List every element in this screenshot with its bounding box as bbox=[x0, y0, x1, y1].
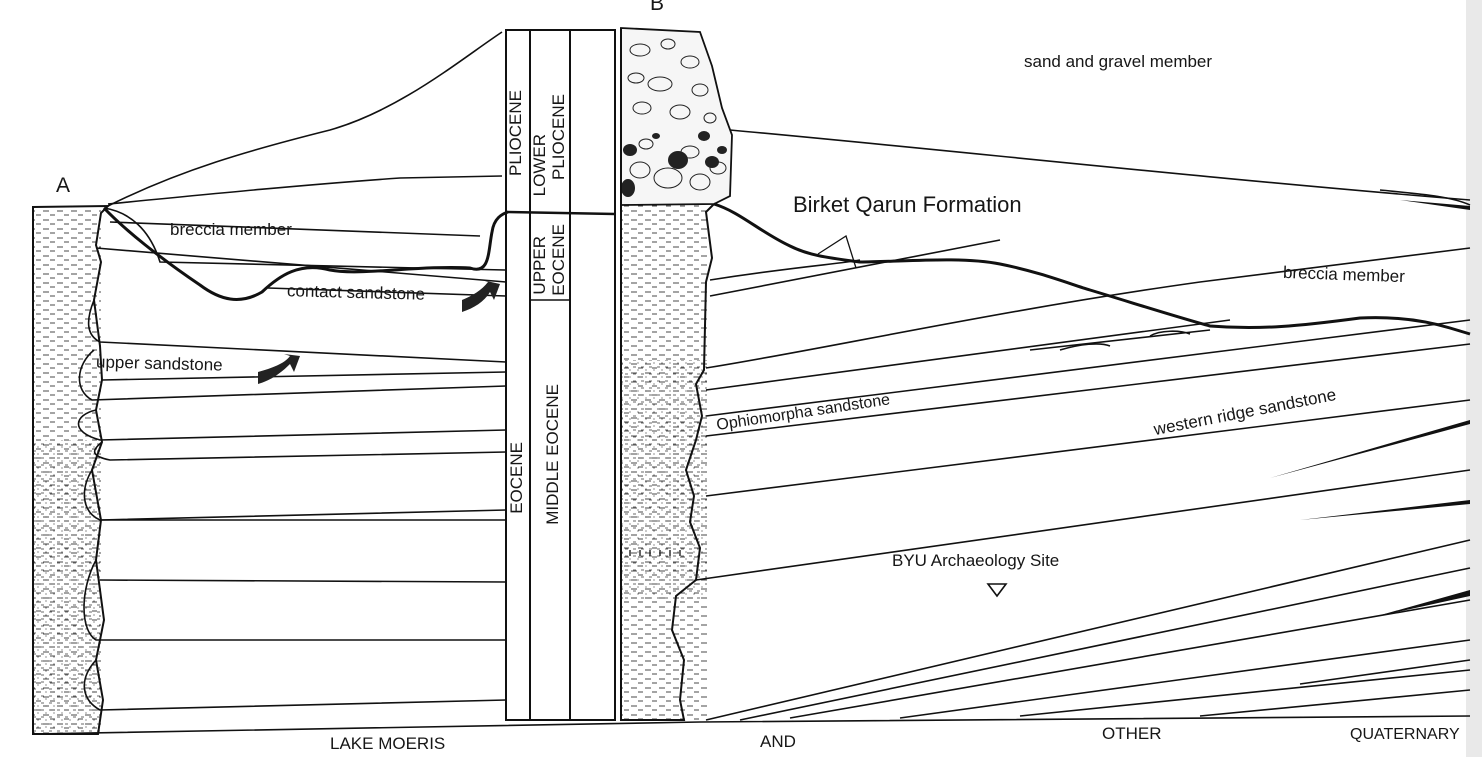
byu-site-marker bbox=[986, 583, 1008, 598]
upper-sandstone-arrow bbox=[258, 354, 300, 384]
time-column-frame bbox=[505, 29, 616, 721]
label-birket-qarun: Birket Qarun Formation bbox=[793, 192, 1022, 217]
caption-other: OTHER bbox=[1102, 724, 1162, 743]
label-lower-pliocene: PLIOCENE bbox=[549, 94, 568, 180]
right-lenses bbox=[1270, 200, 1470, 618]
page-edge-shadow bbox=[1466, 0, 1482, 757]
left-block-beds bbox=[32, 31, 1471, 735]
ticks-column-b bbox=[629, 550, 681, 556]
column-label-b: B bbox=[650, 0, 665, 15]
label-upper-sandstone: upper sandstone bbox=[95, 352, 223, 375]
label-contact-sandstone: contact sandstone bbox=[286, 281, 426, 304]
left-breccia-contact bbox=[102, 206, 509, 301]
label-upper: UPPER bbox=[530, 236, 549, 295]
caption-lake-moeris: LAKE MOERIS bbox=[330, 734, 446, 753]
label-upper-eocene: EOCENE bbox=[549, 224, 568, 296]
label-breccia-right: breccia member bbox=[1282, 262, 1406, 287]
column-b bbox=[620, 27, 733, 721]
contact-bracket bbox=[817, 234, 857, 269]
label-lower: LOWER bbox=[530, 134, 549, 197]
label-sand-gravel-member: sand and gravel member bbox=[1024, 52, 1213, 71]
label-breccia-left: breccia member bbox=[170, 220, 292, 239]
birket-qarun-contact bbox=[713, 202, 1471, 336]
label-middle-eocene: MIDDLE EOCENE bbox=[543, 384, 562, 525]
column-a bbox=[32, 204, 111, 735]
caption-and: AND bbox=[760, 732, 796, 751]
label-eocene: EOCENE bbox=[507, 442, 526, 514]
column-label-a: A bbox=[56, 174, 71, 197]
breccia-clasts bbox=[621, 131, 727, 197]
caption-quaternary: QUATERNARY bbox=[1350, 726, 1460, 743]
label-pliocene: PLIOCENE bbox=[506, 90, 525, 176]
contact-sandstone-arrow bbox=[462, 280, 500, 312]
right-block-beds bbox=[695, 129, 1471, 721]
label-byu-site: BYU Archaeology Site bbox=[892, 551, 1060, 570]
